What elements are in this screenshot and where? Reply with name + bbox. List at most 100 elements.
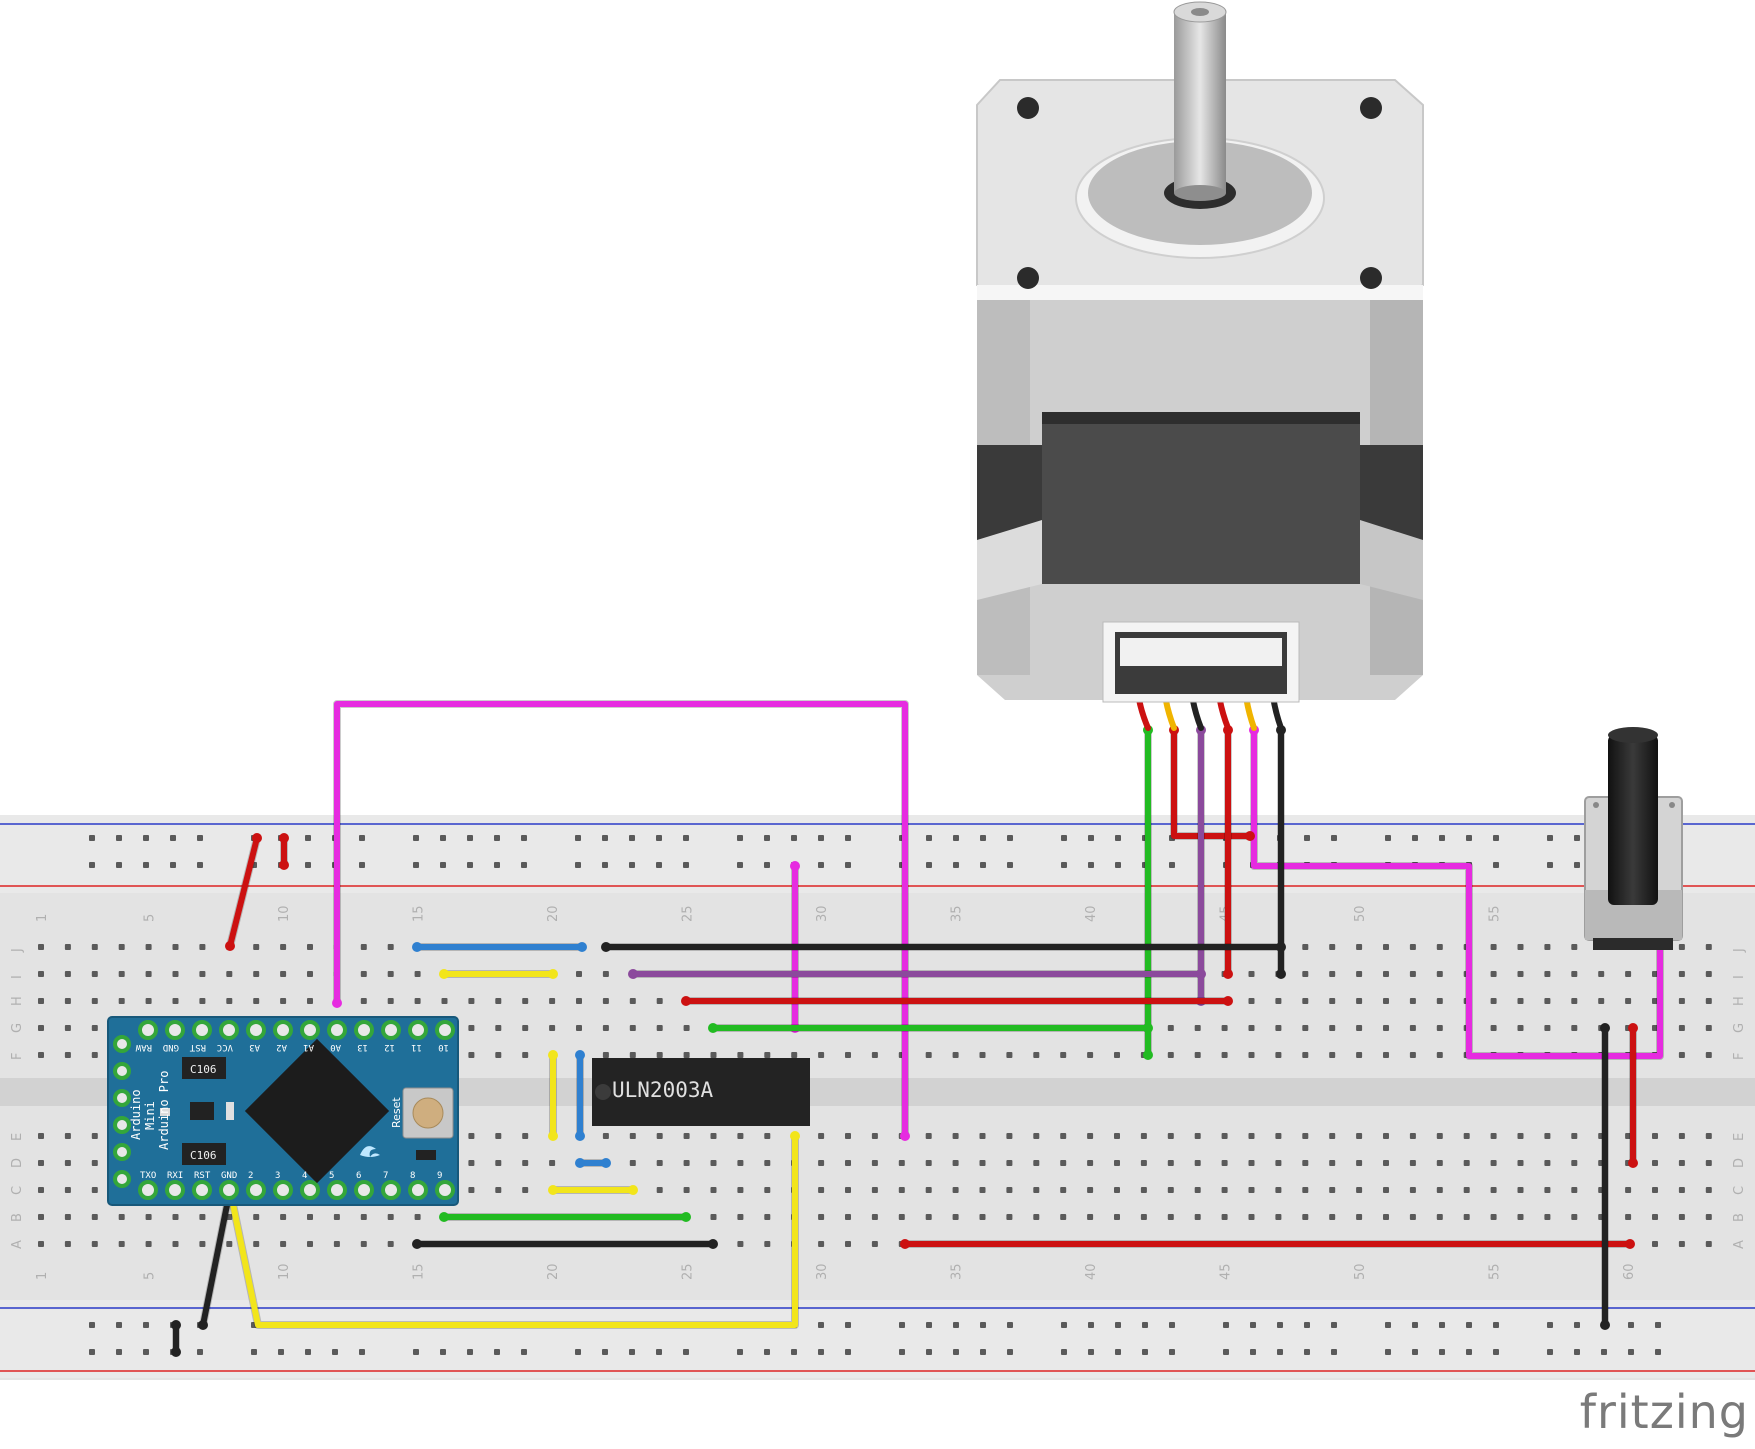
breadboard-hole bbox=[1383, 1187, 1389, 1193]
breadboard-hole bbox=[1248, 1187, 1255, 1193]
row-letter: A bbox=[10, 1240, 25, 1249]
breadboard-hole bbox=[468, 1052, 475, 1058]
rail-hole bbox=[413, 1349, 419, 1355]
blue-wire-end bbox=[412, 942, 422, 952]
rail-hole bbox=[683, 862, 689, 868]
breadboard-hole bbox=[1329, 1133, 1336, 1139]
breadboard-hole bbox=[495, 1133, 502, 1139]
row-letter: G bbox=[1732, 1023, 1747, 1033]
breadboard-hole bbox=[522, 998, 529, 1004]
breadboard-hole bbox=[1383, 1052, 1389, 1058]
breadboard-hole bbox=[710, 1160, 717, 1166]
breadboard-hole bbox=[1678, 1241, 1685, 1247]
breadboard-hole bbox=[495, 998, 502, 1004]
breadboard-hole bbox=[1221, 1052, 1228, 1058]
breadboard-hole bbox=[1006, 1187, 1013, 1193]
rail-hole bbox=[1061, 862, 1067, 868]
blue-wire-end bbox=[577, 942, 587, 952]
breadboard-hole bbox=[737, 1052, 744, 1058]
rail-hole bbox=[1385, 1322, 1391, 1328]
breadboard-hole bbox=[1033, 1214, 1040, 1220]
breadboard-hole bbox=[414, 971, 421, 977]
reset-button[interactable] bbox=[412, 1097, 444, 1129]
black-wire-end bbox=[412, 1239, 422, 1249]
breadboard-hole bbox=[1006, 1160, 1013, 1166]
red-wire-end bbox=[1628, 1158, 1638, 1168]
breadboard-hole bbox=[253, 1241, 260, 1247]
breadboard-hole bbox=[683, 1025, 690, 1031]
rail-hole bbox=[197, 1349, 203, 1355]
rail-hole bbox=[1655, 1349, 1661, 1355]
blue-wire-end bbox=[575, 1050, 585, 1060]
breadboard-hole bbox=[253, 1214, 260, 1220]
breadboard-hole bbox=[925, 1133, 932, 1139]
rail-hole bbox=[602, 1349, 608, 1355]
mounting-hole bbox=[1017, 97, 1039, 119]
rail-hole bbox=[1277, 1349, 1283, 1355]
breadboard-hole bbox=[1490, 998, 1497, 1004]
pin-label: GND bbox=[163, 1042, 179, 1052]
rail-hole bbox=[89, 1349, 95, 1355]
breadboard-hole bbox=[683, 1052, 690, 1058]
black-wire-end bbox=[171, 1347, 181, 1357]
breadboard-hole bbox=[1356, 1133, 1363, 1139]
pin-label: 9 bbox=[437, 1171, 442, 1181]
rail-hole bbox=[737, 1349, 743, 1355]
row-letter: B bbox=[1732, 1213, 1747, 1222]
row-letter: C bbox=[1732, 1186, 1747, 1195]
rail-hole bbox=[683, 1349, 689, 1355]
breadboard-hole bbox=[1167, 1187, 1174, 1193]
breadboard-hole bbox=[1517, 1025, 1524, 1031]
breadboard-hole bbox=[468, 1187, 475, 1193]
rail-hole bbox=[629, 862, 635, 868]
row-letter: H bbox=[1732, 996, 1747, 1006]
rail-hole bbox=[1250, 1349, 1256, 1355]
breadboard-hole bbox=[656, 1052, 663, 1058]
green-wire-end bbox=[708, 1023, 718, 1033]
breadboard-labels: 1155101015152020252530303535404045455050… bbox=[10, 905, 1747, 1280]
header-pin bbox=[354, 1020, 374, 1040]
breadboard-hole bbox=[1436, 944, 1443, 950]
rail-hole bbox=[1493, 1322, 1499, 1328]
breadboard-hole bbox=[1302, 1133, 1309, 1139]
rail-hole bbox=[980, 1322, 986, 1328]
breadboard-hole bbox=[199, 998, 206, 1004]
breadboard-hole bbox=[38, 1133, 44, 1139]
rail-hole bbox=[1628, 1349, 1634, 1355]
red-wire-end bbox=[279, 833, 289, 843]
breadboard-hole bbox=[1248, 1214, 1255, 1220]
rail-hole bbox=[116, 1322, 122, 1328]
breadboard-hole bbox=[1705, 998, 1712, 1004]
breadboard-hole bbox=[1329, 1052, 1336, 1058]
breadboard-hole bbox=[845, 1052, 851, 1058]
potentiometer-knob[interactable] bbox=[1608, 735, 1658, 905]
breadboard-hole bbox=[495, 1160, 502, 1166]
rail-hole bbox=[521, 862, 527, 868]
rail-hole bbox=[1250, 1322, 1256, 1328]
breadboard-hole bbox=[602, 971, 609, 977]
rail-hole bbox=[116, 862, 122, 868]
breadboard-hole bbox=[1544, 944, 1551, 950]
breadboard-hole bbox=[1625, 1133, 1632, 1139]
breadboard-hole bbox=[1409, 1133, 1416, 1139]
rail-hole bbox=[737, 835, 743, 841]
breadboard-hole bbox=[1490, 971, 1497, 977]
breadboard-hole bbox=[307, 998, 313, 1004]
breadboard-hole bbox=[1652, 1133, 1658, 1139]
breadboard-hole bbox=[1490, 1160, 1497, 1166]
breadboard-hole bbox=[871, 1052, 878, 1058]
capacitor-label: C106 bbox=[190, 1063, 217, 1076]
breadboard-hole bbox=[1275, 1214, 1282, 1220]
breadboard-hole bbox=[280, 998, 287, 1004]
rail-hole bbox=[1142, 1322, 1148, 1328]
pin-label: 8 bbox=[410, 1171, 415, 1181]
breadboard-hole bbox=[145, 944, 152, 950]
blue-wire-end bbox=[575, 1158, 585, 1168]
capacitor-label: C106 bbox=[190, 1149, 217, 1162]
rail-hole bbox=[1061, 1322, 1067, 1328]
breadboard-hole bbox=[522, 1187, 529, 1193]
header-pin bbox=[246, 1020, 266, 1040]
rail-hole bbox=[602, 862, 608, 868]
rail-hole bbox=[899, 1349, 905, 1355]
breadboard-hole bbox=[1517, 944, 1524, 950]
